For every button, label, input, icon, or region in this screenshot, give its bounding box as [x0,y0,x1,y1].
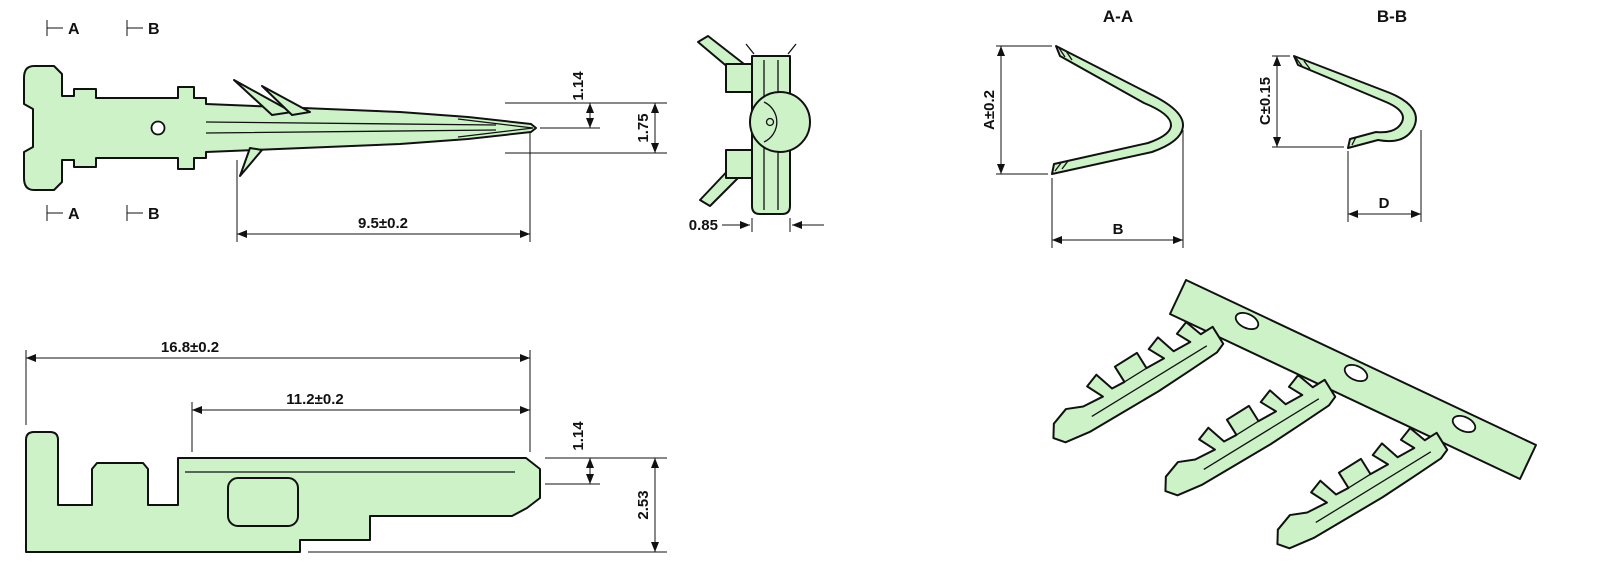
dim-label-wall: 1.14 [570,421,587,451]
carrier-hole-1 [1234,311,1260,331]
section-label-b-top: B [148,21,160,38]
section-aa-title: A-A [1103,7,1133,26]
terminal-3d-3 [1259,414,1452,559]
crimp-tab-bottom [725,149,755,179]
ext-lines-aa-height [996,45,1052,175]
section-line-b-top [126,20,143,36]
dim-label-aa-width: B [1113,221,1124,238]
side-view-top: A B A B 1.14 1.75 9.5±0.2 [23,20,667,242]
crimp-barrel-center [765,117,775,127]
section-line-a-bottom [46,205,63,221]
dim-label-crimp: 11.2±0.2 [286,391,343,408]
terminal-3d-1 [1035,308,1228,453]
section-aa: A-A A±0.2 B [981,7,1184,248]
lance-spike-top-2 [261,85,311,116]
iso-view [1035,279,1537,559]
section-aa-shape [1051,45,1184,175]
fold-lines [205,121,497,134]
pilot-hole [150,120,166,136]
dim-label-tip-height: 1.75 [635,113,652,142]
section-line-a-top [46,20,63,36]
dim-label-contact: 9.5±0.2 [358,215,408,232]
section-bb-title: B-B [1377,7,1407,26]
section-aa-hatch [1054,47,1073,172]
lance-spike-bottom [239,147,263,177]
terminal-3d-2 [1147,361,1340,506]
dim-label-height: 2.53 [635,490,652,519]
section-bb-shape [1293,55,1417,149]
dim-label-bb-width: D [1379,195,1390,212]
section-label-b-bottom: B [148,206,160,223]
front-view: 0.85 [689,35,824,234]
crimp-tab-top [725,63,755,93]
dim-label-tip-gap: 1.14 [570,71,587,101]
section-label-a-top: A [68,21,80,38]
carrier-hole-2 [1343,363,1369,383]
terminal-side-outline [23,65,537,191]
ext-lines-contact [236,133,531,242]
lance-spike-top-1 [233,79,293,116]
section-bb: B-B C±0.15 D [1257,7,1422,222]
dim-label-aa-height: A±0.2 [981,90,998,130]
crimp-barrel-curl [763,101,778,143]
crimp-slot [227,477,299,527]
dim-label-pin-width: 0.85 [689,217,718,234]
tip-notch [457,118,534,138]
ext-lines-pin-width [751,218,791,232]
section-bb-hatch [1295,57,1357,146]
ext-lines-total [25,350,531,452]
section-label-a-bottom: A [68,206,80,223]
dim-label-bb-height: C±0.15 [1257,77,1274,125]
side-view-bottom: 16.8±0.2 11.2±0.2 1.14 2.53 [25,339,667,553]
crimp-barrel-circle [749,91,811,153]
carrier-hole-3 [1451,414,1477,434]
dim-label-total: 16.8±0.2 [161,339,219,356]
section-line-b-bottom [126,205,143,221]
ext-lines-wall [545,457,667,485]
